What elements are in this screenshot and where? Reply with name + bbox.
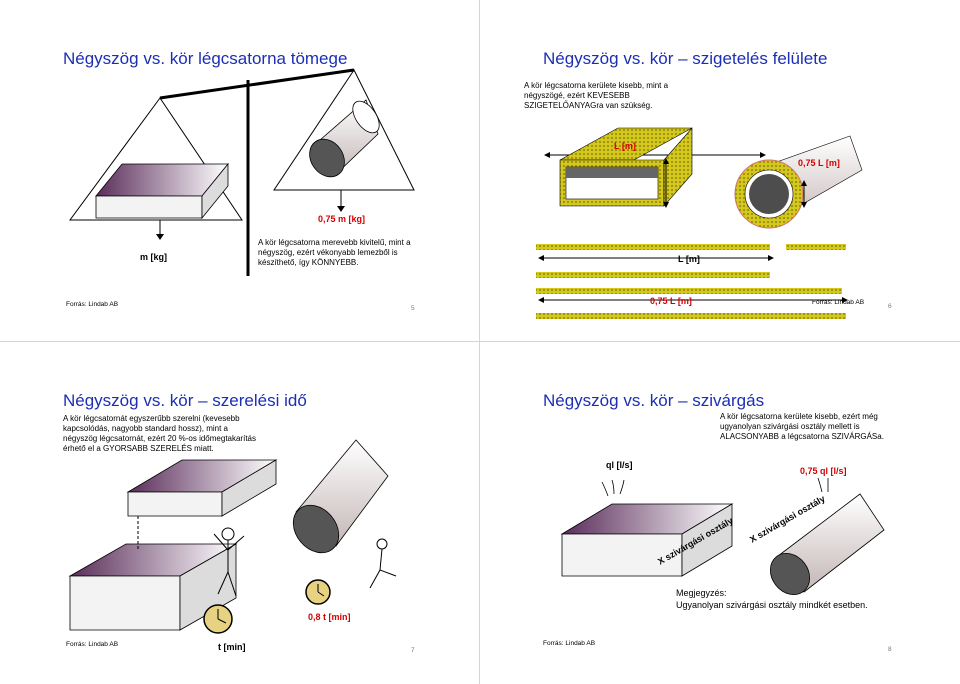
slide-7-source: Forrás: Lindab AB xyxy=(66,641,119,648)
installation-illustration xyxy=(68,439,397,634)
time-08-label: 0,8 t [min] xyxy=(308,612,351,622)
slide-5-page-number: 5 xyxy=(411,305,415,312)
slide-5: Négyszög vs. kör légcsatorna tömege xyxy=(0,0,476,338)
time-label: t [min] xyxy=(218,642,246,652)
remark-title: Megjegyzés: xyxy=(676,588,727,598)
length-075-bottom-label: 0,75 L [m] xyxy=(650,296,692,306)
slide-8-page-number: 8 xyxy=(888,646,892,653)
slide-7: Négyszög vs. kör – szerelési idő A kör l… xyxy=(0,344,476,682)
slide-7-page-number: 7 xyxy=(411,647,415,654)
leak-round-label: 0,75 ql [l/s] xyxy=(800,466,847,476)
slide-5-note: A kör légcsatorna merevebb kivitelű, min… xyxy=(258,238,411,267)
remark-text: Ugyanolyan szivárgási osztály mindkét es… xyxy=(676,600,868,610)
slide-6-source: Forrás: Lindab AB xyxy=(812,299,865,306)
slide-6-page-number: 6 xyxy=(888,303,892,310)
horizontal-divider xyxy=(0,341,960,342)
slide-6: Négyszög vs. kör – szigetelés felülete A… xyxy=(482,0,958,338)
slide-8: Négyszög vs. kör – szivárgás A kör légcs… xyxy=(482,344,958,682)
mass-label: m [kg] xyxy=(140,252,167,262)
slide-5-title: Négyszög vs. kör légcsatorna tömege xyxy=(63,49,348,68)
leakage-illustration xyxy=(560,477,885,595)
insulation-illustration xyxy=(536,127,863,319)
leak-rect-label: ql [l/s] xyxy=(606,460,633,470)
slide-6-title: Négyszög vs. kör – szigetelés felülete xyxy=(543,49,828,68)
slide-7-note: A kör légcsatornát egyszerűbb szerelni (… xyxy=(63,414,256,453)
mass-075-label: 0,75 m [kg] xyxy=(318,214,366,224)
length-mid-label: L [m] xyxy=(678,254,700,264)
length-top-label: L [m] xyxy=(614,141,636,151)
scale-illustration xyxy=(69,68,415,276)
slide-8-source: Forrás: Lindab AB xyxy=(543,640,596,647)
slide-5-source: Forrás: Lindab AB xyxy=(66,301,119,308)
vertical-divider xyxy=(479,0,480,684)
slide-6-note: A kör légcsatorna kerülete kisebb, mint … xyxy=(524,81,669,110)
slide-7-title: Négyszög vs. kör – szerelési idő xyxy=(63,391,307,410)
slide-8-note: A kör légcsatorna kerülete kisebb, ezért… xyxy=(720,412,884,441)
slide-8-title: Négyszög vs. kör – szivárgás xyxy=(543,391,765,410)
length-075-top-label: 0,75 L [m] xyxy=(798,158,840,168)
